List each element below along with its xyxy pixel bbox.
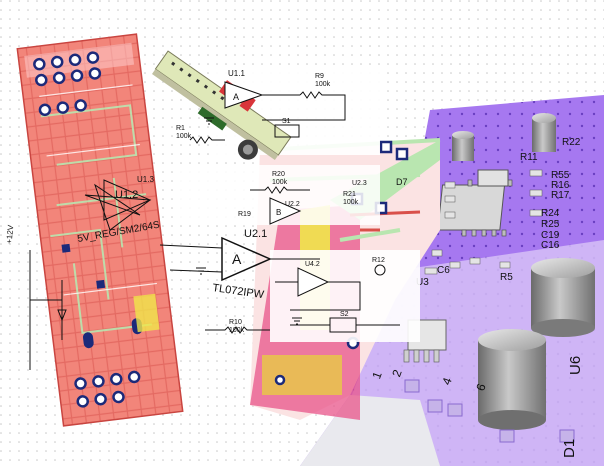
copper-label-6: 6 xyxy=(473,381,489,392)
ref-u4-2: U4.2 xyxy=(305,261,320,268)
ref-r9: R9 xyxy=(315,73,324,80)
silk-c16: C16 xyxy=(541,240,560,251)
silk-r55: R55 xyxy=(551,170,570,181)
ref-u2-2: U2.2 xyxy=(285,201,300,208)
schematic-overlay: A U1.1 R9 100k S1 R1 100k U1.2 5V_REG/SM… xyxy=(5,50,420,370)
copper-label-4: 4 xyxy=(439,375,455,386)
breadboard xyxy=(151,50,292,160)
value-r1: 100k xyxy=(176,133,192,140)
silk-r25: R25 xyxy=(541,219,560,230)
ref-u1-1: U1.1 xyxy=(228,69,245,78)
ref-r12: R12 xyxy=(372,257,385,264)
copper-label-2: 2 xyxy=(389,367,405,378)
opamp-u2-1-symbol: A xyxy=(232,251,242,267)
capacitor-top xyxy=(452,135,474,161)
value-r10: 100k xyxy=(229,327,245,334)
ref-r10: R10 xyxy=(229,319,242,326)
copper-label-1: 1 xyxy=(369,369,385,380)
value-r9: 100k xyxy=(315,81,331,88)
silk-d7: D7 xyxy=(396,177,408,187)
header-pads xyxy=(33,51,141,408)
ref-s1: S1 xyxy=(282,118,291,125)
ref-s2: S2 xyxy=(340,311,349,318)
opamp-symbol-a: A xyxy=(233,92,239,102)
ref-r19: R19 xyxy=(238,211,251,218)
opamp-u1-2: U1.2 xyxy=(84,179,152,231)
ref-r1: R1 xyxy=(176,125,185,132)
ref-r21: R21 xyxy=(343,191,356,198)
silk-d1: D1 xyxy=(561,439,578,458)
opamp-u1-1 xyxy=(224,81,264,109)
silk-r24: R24 xyxy=(541,208,560,219)
silk-r16: R16 xyxy=(551,180,570,191)
ic-chip xyxy=(437,184,506,231)
silk-c6: C6 xyxy=(437,265,450,276)
value-r20: 100k xyxy=(272,179,288,186)
ref-u2-1: U2.1 xyxy=(244,228,267,240)
silk-r11: R11 xyxy=(520,152,538,163)
switch-s1 xyxy=(274,124,300,138)
ref-u1-3: U1.3 xyxy=(137,175,154,184)
supply-plus-12v: +12V xyxy=(5,224,16,244)
pcb-left-strip xyxy=(16,33,184,427)
opamp-symbol-b: B xyxy=(276,208,281,217)
opamp-u2-2 xyxy=(269,197,302,225)
electrolytic-capacitor-large-2 xyxy=(478,329,546,430)
silk-u6: U6 xyxy=(567,356,584,375)
silk-r22: R22 xyxy=(562,137,581,148)
ref-u2-3: U2.3 xyxy=(352,180,367,187)
silk-u3: U3 xyxy=(416,277,429,288)
pcb-3d-purple-board: D1 U6 R55 R16 R17 R24 R25 C19 C16 C6 R5 … xyxy=(300,95,604,466)
svg-text:U1.2: U1.2 xyxy=(115,189,138,201)
silk-c19: C19 xyxy=(541,230,560,241)
silk-r5: R5 xyxy=(500,272,513,283)
value-r21: 100k xyxy=(343,199,359,206)
capacitor-top-right xyxy=(532,118,556,152)
ic-chip-small xyxy=(477,169,509,187)
electrolytic-capacitor-large xyxy=(531,258,595,337)
silk-r17: R17 xyxy=(551,190,570,201)
opamp-u2-1 xyxy=(221,236,272,282)
ref-r20: R20 xyxy=(272,171,285,178)
